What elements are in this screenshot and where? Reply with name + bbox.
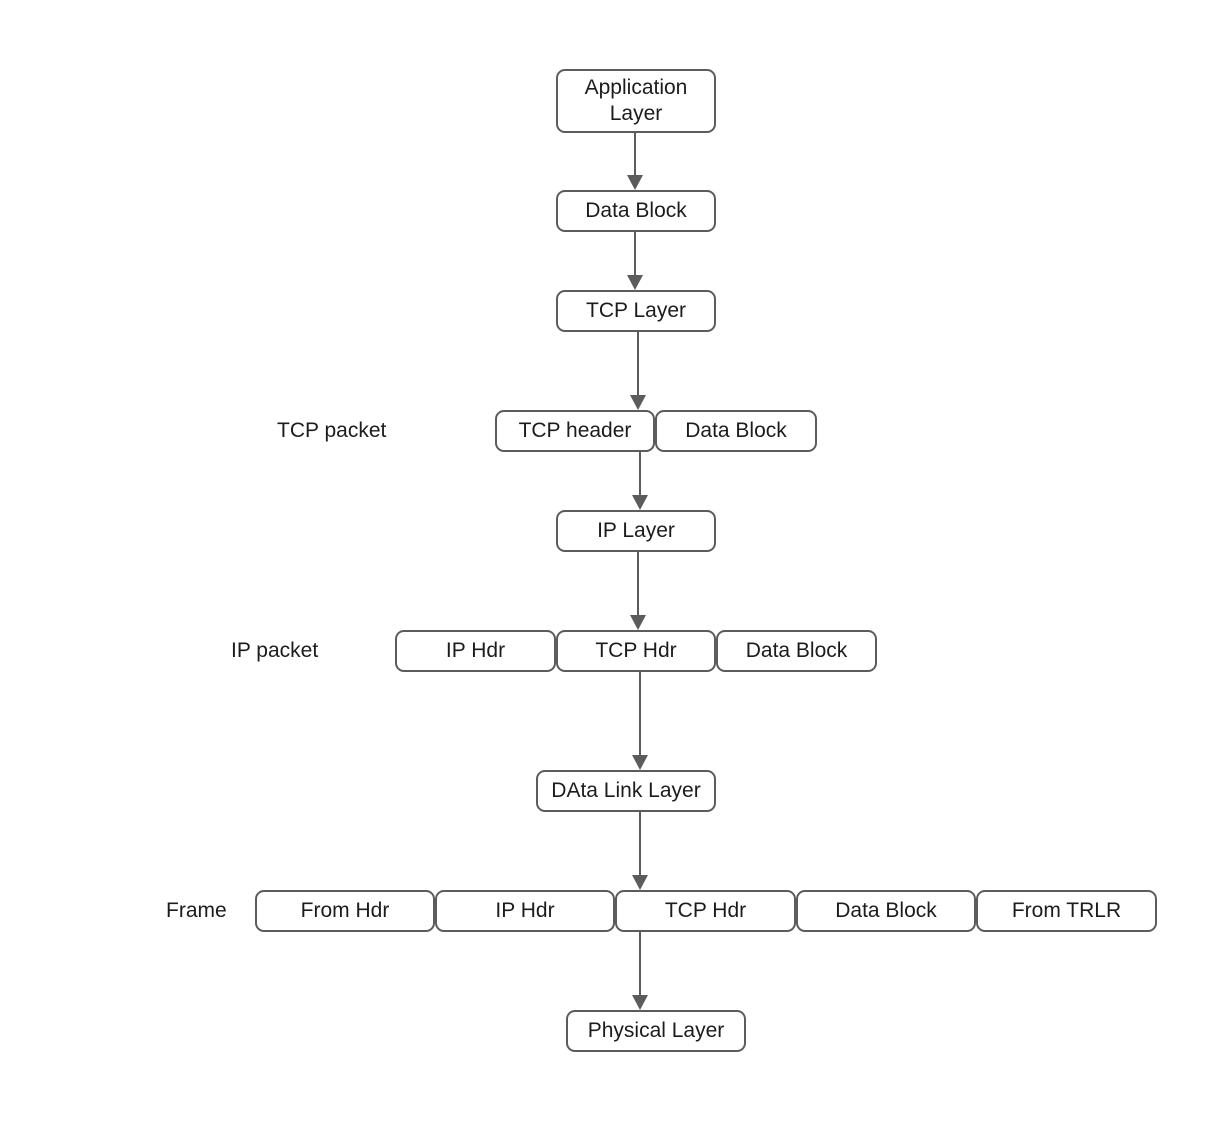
arrow-ip-layer-to-ip-packet (628, 552, 648, 630)
packet-segment-frame-ip-hdr: IP Hdr (435, 890, 615, 932)
arrow-line (639, 812, 641, 876)
node-ip-layer: IP Layer (556, 510, 716, 552)
arrow-head-icon (627, 175, 643, 190)
arrow-head-icon (632, 875, 648, 890)
node-data-block: Data Block (556, 190, 716, 232)
packet-segment-frame-from-trlr: From TRLR (976, 890, 1157, 932)
row-label-tcp-packet: TCP packet (277, 419, 387, 442)
arrow-head-icon (632, 495, 648, 510)
arrow-line (639, 452, 641, 496)
packet-segment-ip-packet-ip-hdr: IP Hdr (395, 630, 556, 672)
arrow-head-icon (627, 275, 643, 290)
arrow-line (639, 932, 641, 996)
packet-segment-ip-packet-data-block: Data Block (716, 630, 877, 672)
arrow-head-icon (630, 395, 646, 410)
arrow-ip-packet-to-data-link-layer (630, 672, 650, 770)
arrow-line (634, 232, 636, 276)
arrow-data-block-to-tcp-layer (625, 232, 645, 290)
arrow-frame-to-physical-layer (630, 932, 650, 1010)
arrow-line (634, 133, 636, 176)
packet-segment-frame-from-hdr: From Hdr (255, 890, 435, 932)
node-data-link-layer: DAta Link Layer (536, 770, 716, 812)
arrow-head-icon (632, 995, 648, 1010)
packet-segment-frame-tcp-hdr: TCP Hdr (615, 890, 796, 932)
packet-segment-frame-data-block: Data Block (796, 890, 976, 932)
arrow-line (639, 672, 641, 756)
node-physical-layer: Physical Layer (566, 1010, 746, 1052)
arrow-application-layer-to-data-block (625, 133, 645, 190)
node-application-layer: Application Layer (556, 69, 716, 133)
arrow-line (637, 552, 639, 616)
row-label-frame: Frame (166, 899, 227, 922)
arrow-head-icon (632, 755, 648, 770)
row-label-ip-packet: IP packet (231, 639, 319, 662)
arrow-data-link-layer-to-frame (630, 812, 650, 890)
packet-segment-ip-packet-tcp-hdr: TCP Hdr (556, 630, 716, 672)
packet-segment-tcp-packet-tcp-header: TCP header (495, 410, 655, 452)
packet-segment-tcp-packet-data-block: Data Block (655, 410, 817, 452)
arrow-head-icon (630, 615, 646, 630)
arrow-tcp-layer-to-tcp-packet (628, 332, 648, 410)
node-tcp-layer: TCP Layer (556, 290, 716, 332)
arrow-tcp-packet-to-ip-layer (630, 452, 650, 510)
arrow-line (637, 332, 639, 396)
